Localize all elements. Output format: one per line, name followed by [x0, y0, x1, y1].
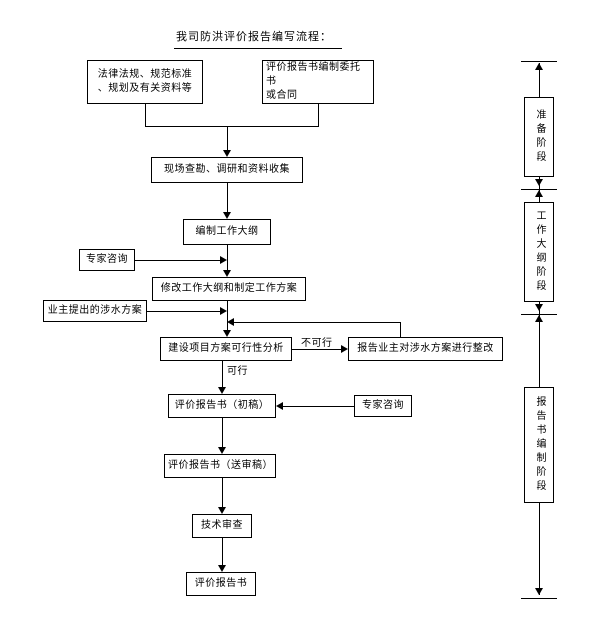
- node-owner-water-plan[interactable]: 业主提出的涉水方案: [43, 300, 147, 322]
- edge-techreview-to-final: [222, 538, 223, 565]
- node-laws[interactable]: 法律法规、规范标准 、规划及有关资料等: [87, 60, 203, 104]
- phase-rail-seg-2a: [539, 190, 540, 202]
- node-revise-outline[interactable]: 修改工作大纲和制定工作方案: [152, 277, 306, 301]
- edge-laws-down: [145, 104, 146, 126]
- phase-divider-1-cap: [521, 189, 557, 190]
- node-commission[interactable]: 评价报告书编制委托书 或合同: [262, 60, 374, 104]
- edge-label-feasible: 可行: [226, 362, 249, 377]
- edge-commission-down: [318, 104, 319, 126]
- phase-divider-2-cap: [521, 314, 557, 315]
- edge-rectify-up: [400, 322, 401, 337]
- arrowhead-to-revise: [223, 270, 231, 277]
- node-expert-consult-1[interactable]: 专家咨询: [79, 249, 135, 271]
- arrowhead-to-rectify: [341, 345, 348, 353]
- arrowhead-to-feasibility: [223, 330, 231, 337]
- arrowhead-to-outline: [223, 212, 231, 219]
- edge-survey-to-outline: [227, 183, 228, 212]
- phase-label-report-preparation: 报告书编制阶段: [524, 387, 554, 503]
- edge-label-infeasible: 不可行: [300, 334, 334, 349]
- edge-outline-to-revise: [227, 245, 228, 270]
- arrowhead-to-final: [218, 565, 226, 572]
- arrowhead-rectify-feedback: [227, 318, 234, 326]
- edge-draft-to-reviewcopy: [222, 418, 223, 447]
- phase-rail-bottom-cap: [521, 598, 557, 599]
- node-draft-report[interactable]: 评价报告书（初稿）: [168, 394, 276, 418]
- arrowhead-to-draft: [218, 387, 226, 394]
- phase-divider-1-down: [535, 179, 543, 186]
- edge-rectify-back: [234, 322, 401, 323]
- arrowhead-to-techreview: [218, 507, 226, 514]
- edge-merge-bus: [145, 126, 319, 127]
- node-outline[interactable]: 编制工作大纲: [183, 219, 271, 245]
- phase-divider-2-down: [535, 304, 543, 311]
- edge-feasibility-to-draft: [222, 361, 223, 387]
- edge-ownerplan-to-trunk: [147, 311, 220, 312]
- arrowhead-to-reviewcopy: [218, 447, 226, 454]
- node-rectify-plan[interactable]: 报告业主对涉水方案进行整改: [348, 337, 503, 361]
- phase-label-preparation: 准备阶段: [524, 97, 554, 177]
- arrowhead-ownerplan: [220, 307, 227, 315]
- node-feasibility-analysis[interactable]: 建设项目方案可行性分析: [160, 337, 292, 361]
- edge-feasibility-to-rectify: [292, 349, 341, 350]
- arrowhead-expert2: [276, 402, 283, 410]
- edge-expert1-to-trunk: [135, 260, 220, 261]
- phase-rail-seg-3a: [539, 315, 540, 387]
- node-survey[interactable]: 现场查勘、调研和资料收集: [151, 157, 303, 183]
- node-final-report[interactable]: 评价报告书: [186, 572, 256, 596]
- arrowhead-to-survey: [223, 150, 231, 157]
- phase-rail-seg-3b: [539, 503, 540, 595]
- arrowhead-expert1: [220, 256, 227, 264]
- title-underline: [174, 48, 342, 49]
- page-title: 我司防洪评价报告编写流程：: [176, 30, 332, 43]
- node-review-copy[interactable]: 评价报告书（送审稿）: [164, 454, 276, 478]
- phase-label-work-outline: 工作大纲阶段: [524, 202, 554, 302]
- edge-reviewcopy-to-techreview: [222, 478, 223, 507]
- node-technical-review[interactable]: 技术审查: [192, 514, 252, 538]
- edge-revise-to-feasibility: [227, 301, 228, 330]
- phase-rail-seg-1a: [539, 63, 540, 97]
- node-expert-consult-2[interactable]: 专家咨询: [354, 395, 412, 417]
- phase-rail-bottom-arrow: [535, 588, 543, 595]
- phase-rail-top-cap: [521, 61, 557, 62]
- edge-bus-to-survey: [227, 126, 228, 150]
- edge-expert2-to-draft: [283, 406, 354, 407]
